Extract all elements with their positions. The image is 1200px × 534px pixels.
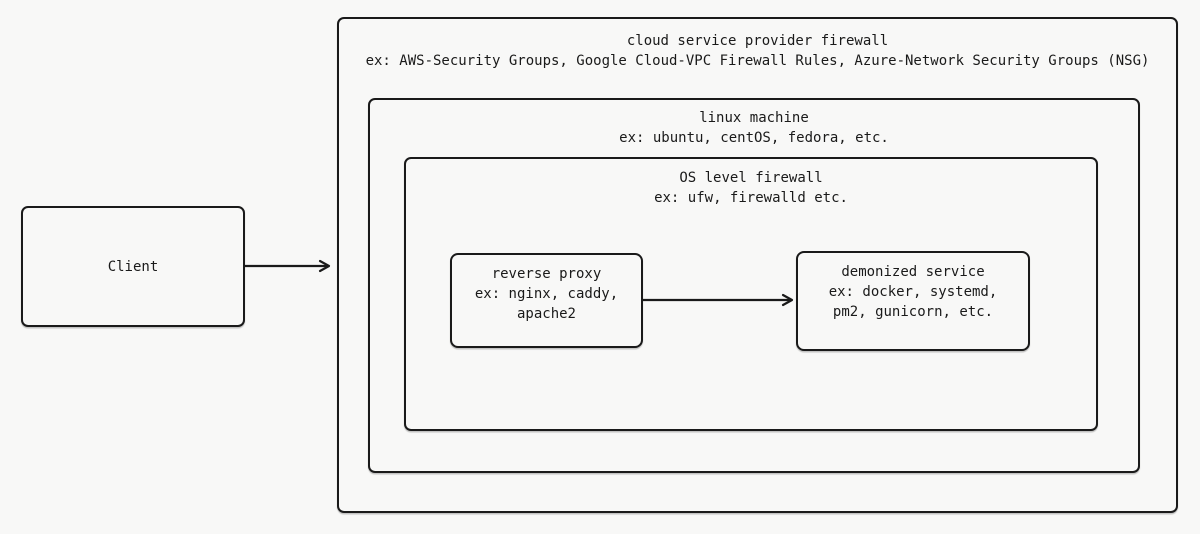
reverse-proxy-node: reverse proxy ex: nginx, caddy, apache2 [450, 253, 643, 348]
daemonized-service-examples-line2: pm2, gunicorn, etc. [832, 304, 994, 320]
cloud-firewall-node: cloud service provider firewall ex: AWS-… [337, 17, 1178, 513]
os-firewall-heading: OS level firewall ex: ufw, firewalld etc… [406, 159, 1096, 208]
os-firewall-node: OS level firewall ex: ufw, firewalld etc… [404, 157, 1098, 431]
reverse-proxy-examples-line2: apache2 [516, 306, 576, 322]
linux-machine-title: linux machine [699, 110, 809, 126]
client-node: Client [21, 206, 245, 327]
proxy-to-service-arrow [641, 293, 794, 307]
os-firewall-title: OS level firewall [679, 170, 823, 186]
client-to-cloud-arrow [243, 259, 331, 273]
reverse-proxy-examples-line1: ex: nginx, caddy, [474, 286, 619, 302]
os-firewall-examples: ex: ufw, firewalld etc. [654, 190, 848, 206]
reverse-proxy-title: reverse proxy [491, 266, 602, 282]
daemonized-service-title: demonized service [841, 264, 985, 280]
linux-machine-examples: ex: ubuntu, centOS, fedora, etc. [619, 130, 889, 146]
cloud-firewall-heading: cloud service provider firewall ex: AWS-… [339, 19, 1176, 71]
daemonized-service-examples-line1: ex: docker, systemd, [828, 284, 998, 300]
cloud-firewall-title: cloud service provider firewall [626, 33, 889, 49]
daemonized-service-node: demonized service ex: docker, systemd, p… [796, 251, 1030, 351]
linux-machine-heading: linux machine ex: ubuntu, centOS, fedora… [370, 100, 1138, 148]
linux-machine-node: linux machine ex: ubuntu, centOS, fedora… [368, 98, 1140, 473]
cloud-firewall-examples: ex: AWS-Security Groups, Google Cloud-VP… [365, 53, 1150, 69]
client-label: Client [107, 258, 159, 275]
